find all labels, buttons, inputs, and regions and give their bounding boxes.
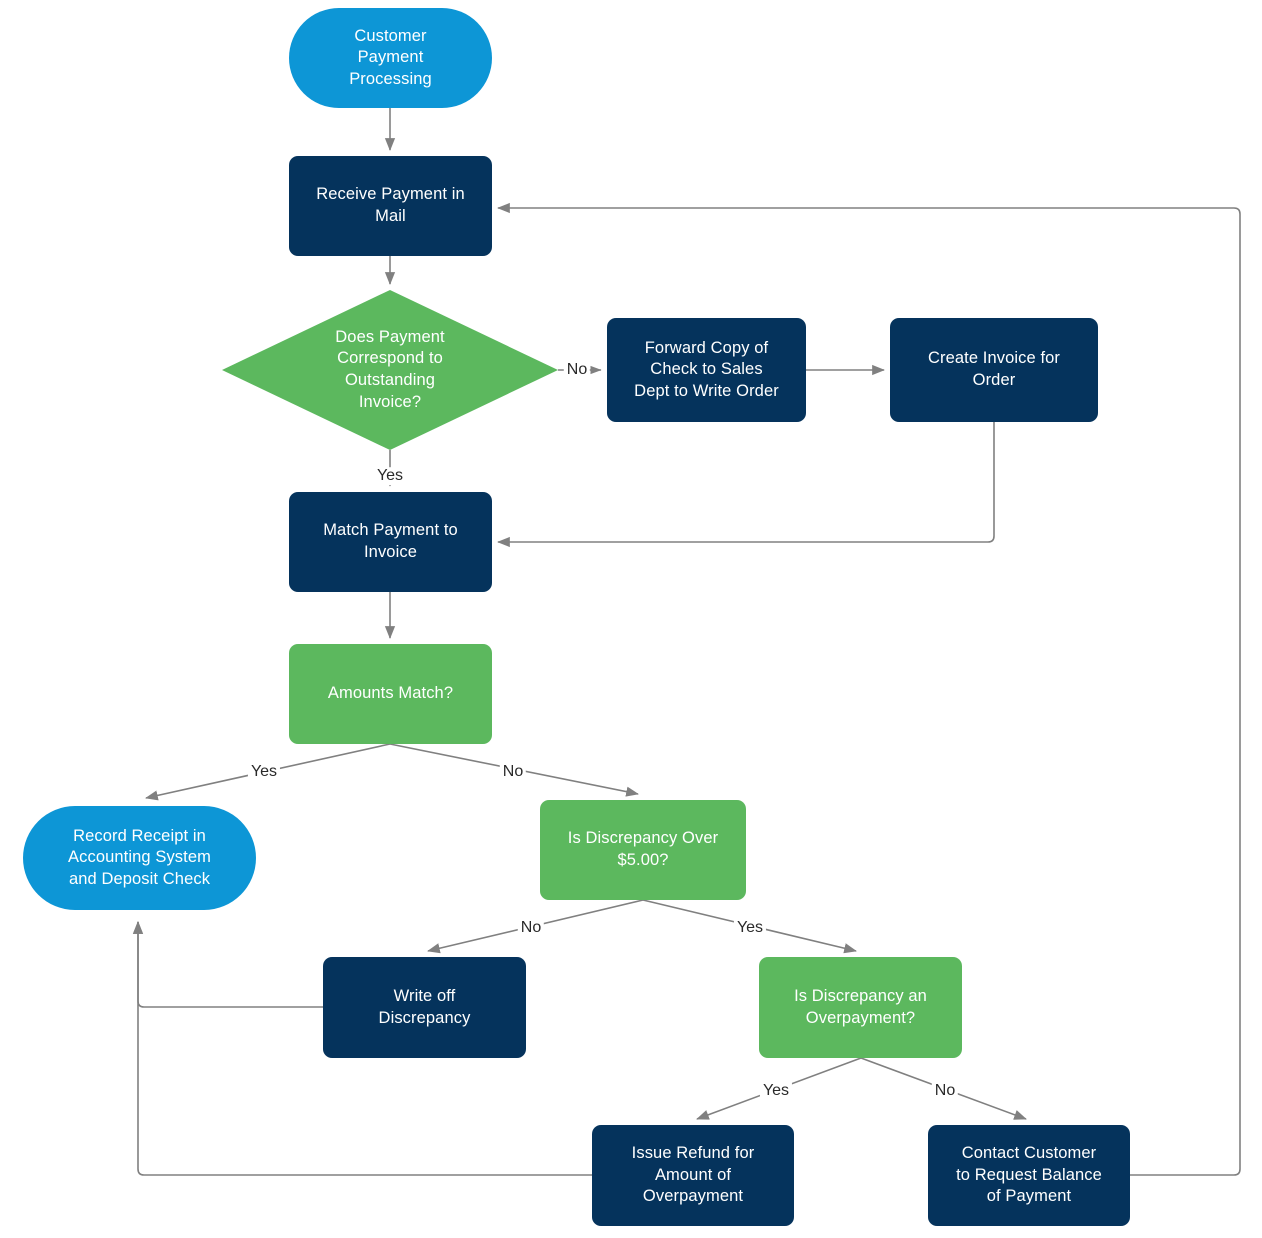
edge-label-e-discrepancy-overpay: Yes [733, 919, 767, 937]
node-start[interactable]: Customer Payment Processing [289, 8, 492, 108]
node-write_off[interactable]: Write off Discrepancy [323, 957, 526, 1058]
node-label-contact_customer: Contact Customer to Request Balance of P… [956, 1144, 1102, 1206]
edge-e-create-match [497, 422, 995, 548]
node-record_receipt[interactable]: Record Receipt in Accounting System and … [23, 806, 256, 910]
node-label-receive: Receive Payment in Mail [316, 185, 465, 225]
edge-label-e-corresponds-match: Yes [373, 467, 407, 485]
node-label-amounts_match: Amounts Match? [327, 684, 454, 703]
node-label-match_payment: Match Payment to Invoice [323, 521, 458, 561]
node-label-issue_refund: Issue Refund for Amount of Overpayment [631, 1144, 755, 1206]
node-contact_customer[interactable]: Contact Customer to Request Balance of P… [928, 1125, 1130, 1226]
node-amounts_match[interactable]: Amounts Match? [289, 644, 492, 744]
node-issue_refund[interactable]: Issue Refund for Amount of Overpayment [592, 1125, 794, 1226]
node-label-create_invoice: Create Invoice for Order [927, 349, 1061, 389]
node-label-is_overpayment: Is Discrepancy an Overpayment? [794, 986, 927, 1027]
node-create_invoice[interactable]: Create Invoice for Order [890, 318, 1098, 422]
node-is_overpayment[interactable]: Is Discrepancy an Overpayment? [759, 957, 962, 1058]
edge-e-contact-receive [497, 202, 1241, 1176]
edge-label-e-discrepancy-writeoff: No [517, 919, 545, 937]
node-corresponds[interactable]: Does Payment Correspond to Outstanding I… [222, 290, 558, 450]
edge-label-e-amounts-record: Yes [247, 763, 281, 781]
node-label-write_off: Write off Discrepancy [378, 986, 471, 1027]
node-label-start: Customer Payment Processing [349, 26, 432, 88]
node-label-discrepancy_over: Is Discrepancy Over $5.00? [567, 829, 719, 869]
edge-e-refund-record [132, 921, 592, 1176]
edge-e-writeoff-record [132, 921, 323, 1008]
edge-label-e-overpay-refund: Yes [759, 1082, 793, 1100]
node-discrepancy_over[interactable]: Is Discrepancy Over $5.00? [540, 800, 746, 900]
node-receive[interactable]: Receive Payment in Mail [289, 156, 492, 256]
edge-label-e-amounts-discrepancy: No [499, 763, 527, 781]
node-label-corresponds: Does Payment Correspond to Outstanding I… [335, 327, 445, 411]
node-label-record_receipt: Record Receipt in Accounting System and … [68, 826, 211, 888]
edge-paths [132, 108, 1241, 1176]
node-label-forward_copy: Forward Copy of Check to Sales Dept to W… [634, 338, 779, 400]
edge-label-e-overpay-contact: No [931, 1082, 959, 1100]
node-match_payment[interactable]: Match Payment to Invoice [289, 492, 492, 592]
edge-label-e-corresponds-forward: No [563, 361, 591, 379]
node-forward_copy[interactable]: Forward Copy of Check to Sales Dept to W… [607, 318, 806, 422]
